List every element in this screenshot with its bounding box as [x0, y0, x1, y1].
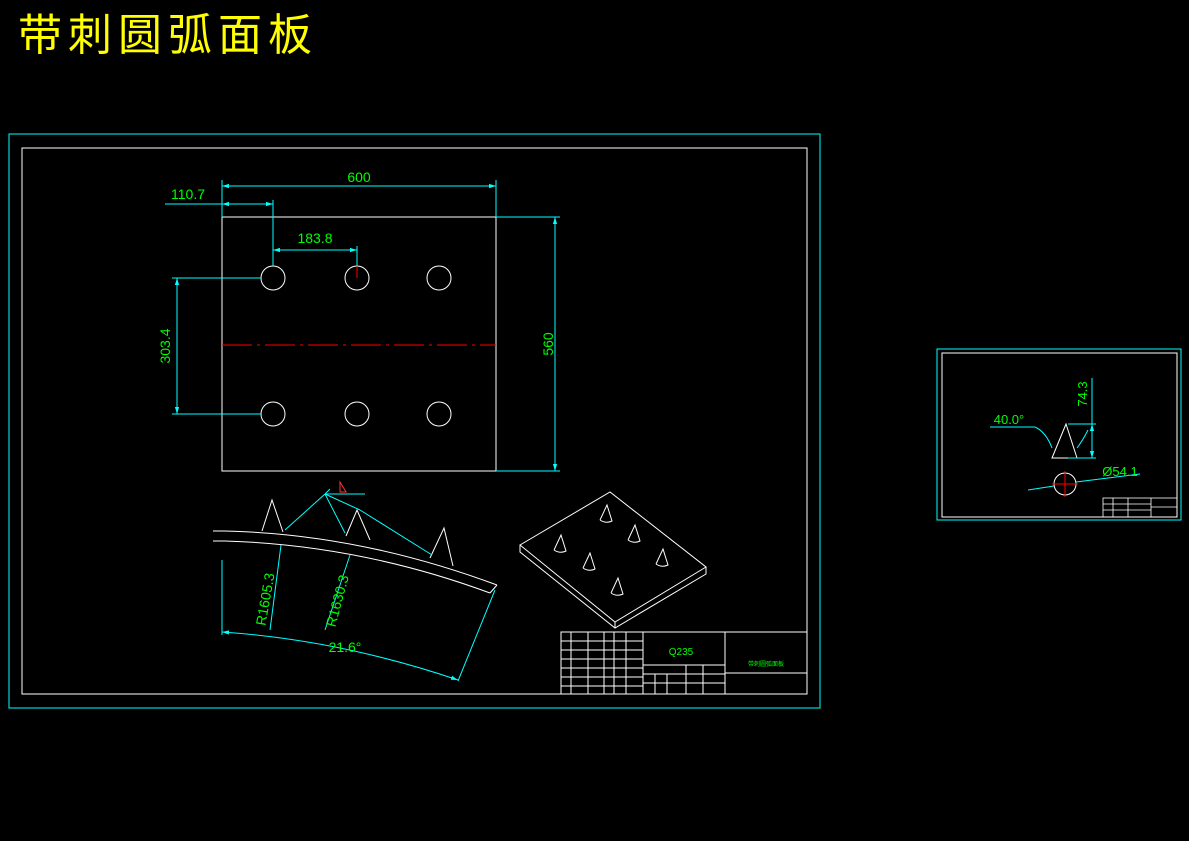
- iso-spike: [599, 503, 613, 523]
- sheet-outer-frame: [8, 133, 821, 709]
- spike: [429, 526, 454, 567]
- spike: [261, 498, 284, 533]
- drawing-title: 带刺圆弧面板: [18, 10, 318, 61]
- title-block: [560, 631, 808, 695]
- plate-outline: [221, 216, 497, 472]
- hole: [426, 401, 452, 427]
- detail-sheet: 40.0° 74.3 Ø54.1: [936, 348, 1182, 521]
- dim-height-label: 560: [540, 332, 556, 356]
- iso-spike: [627, 523, 641, 543]
- dim-radius-outer-label: R1630.3: [323, 573, 352, 628]
- dim-cone-height-label: 74.3: [1075, 381, 1090, 406]
- dim-width: [221, 180, 497, 217]
- dim-hole-spacing-label: 183.8: [297, 230, 332, 246]
- material-label: Q235: [669, 647, 694, 658]
- spike: [345, 508, 371, 541]
- hole: [260, 265, 286, 291]
- iso-spike: [610, 576, 624, 596]
- hole: [426, 265, 452, 291]
- dim-base-diameter-label: Ø54.1: [1102, 464, 1137, 479]
- dim-width-label: 600: [347, 169, 371, 185]
- dim-row-spacing: [172, 277, 261, 415]
- holes: [260, 265, 452, 427]
- iso-spike: [553, 533, 567, 553]
- hole: [260, 401, 286, 427]
- detail-title-block: [1102, 497, 1178, 518]
- plan-view: 600 110.7 183.8 303.4: [157, 169, 560, 472]
- dim-cone-angle-label: 40.0°: [994, 412, 1025, 427]
- side-view: [213, 480, 498, 682]
- hole: [344, 401, 370, 427]
- detail-outer-frame: [936, 348, 1182, 521]
- iso-spike: [582, 551, 596, 571]
- detail-inner-frame: [941, 352, 1178, 518]
- dim-row-spacing-label: 303.4: [157, 328, 173, 363]
- part-name-label: 带刺圆弧面板: [748, 660, 784, 668]
- iso-spike: [655, 547, 669, 567]
- dim-arc-angle-label: 21.6°: [329, 639, 362, 655]
- dim-height: [496, 216, 560, 472]
- dim-hole-offset: [165, 200, 274, 266]
- main-sheet: 600 110.7 183.8 303.4: [8, 133, 821, 709]
- sheet-inner-frame: [21, 147, 808, 695]
- dim-hole-offset-label: 110.7: [171, 186, 205, 202]
- dim-hole-spacing: [273, 246, 358, 266]
- isometric-view: [519, 491, 707, 629]
